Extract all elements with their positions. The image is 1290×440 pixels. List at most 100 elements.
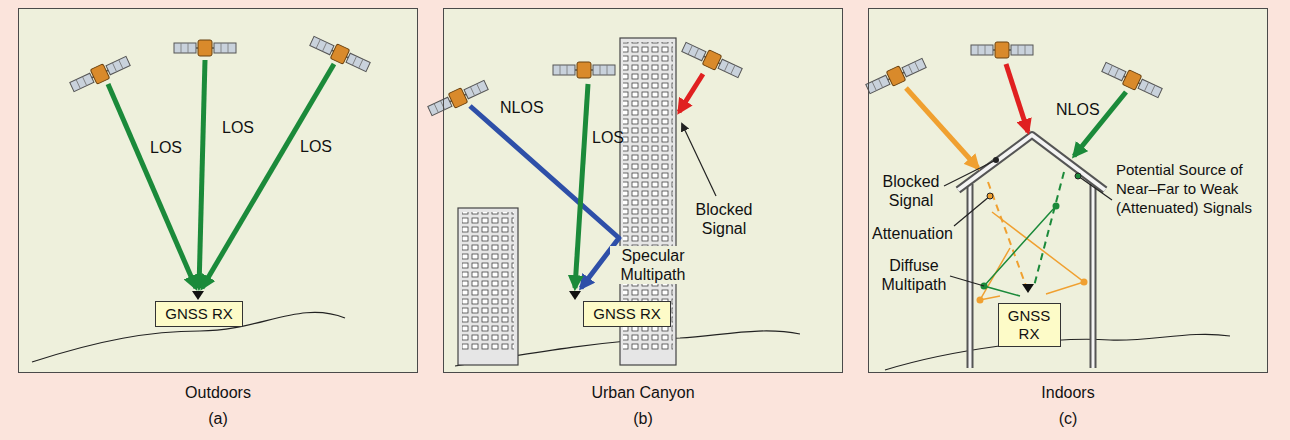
solar-panel (70, 73, 94, 91)
panel-grid (985, 45, 986, 55)
solar-panel (214, 43, 236, 53)
panel-grid (322, 42, 326, 51)
solar-panel (1102, 62, 1126, 80)
leader-line (954, 196, 990, 226)
solar-panel (718, 59, 742, 77)
panel-grid (607, 65, 608, 75)
signal-label: LOS (222, 118, 254, 137)
satellite-body (448, 88, 467, 108)
satellite-body (198, 40, 212, 56)
panel-grid (434, 104, 438, 113)
satellite-body (577, 62, 591, 78)
multipath-label: Diffuse Multipath (876, 256, 952, 294)
leader-line (950, 276, 984, 286)
antenna (569, 291, 581, 300)
solar-panel (464, 80, 488, 98)
panel-grid (477, 84, 481, 93)
satellite (427, 78, 490, 119)
panel-grid (352, 56, 356, 65)
satellite-body (702, 50, 721, 70)
satellite-body (1122, 70, 1141, 90)
panel-ground (18, 8, 418, 373)
satellite-body (886, 66, 905, 86)
signal-label: NLOS (1056, 100, 1100, 119)
receiver-box: GNSS RX (998, 303, 1061, 347)
solar-panel (682, 42, 706, 60)
panel-grid (915, 62, 919, 71)
scene-panel: Urban Canyon(b)GNSS RX (443, 8, 843, 373)
panel-grid (1018, 45, 1019, 55)
panel-letter: (a) (19, 406, 417, 432)
panel-grid (567, 65, 568, 75)
panel-grid (1114, 68, 1118, 77)
signal-label: LOS (300, 137, 332, 156)
panel-grid (1144, 82, 1148, 91)
scene-caption: Urban Canyon (444, 380, 842, 406)
los-signal (202, 64, 334, 288)
solar-panel (346, 53, 370, 71)
satellite (971, 42, 1033, 58)
panel-grid (878, 79, 882, 88)
panel-grid (470, 87, 474, 96)
panel-grid (560, 65, 561, 75)
panel-ground (443, 8, 843, 373)
satellite (865, 56, 928, 97)
satellites (69, 34, 1164, 119)
leader-line (1078, 176, 1112, 200)
caption: Outdoors(a) (19, 380, 417, 432)
nlos-signal (1034, 172, 1064, 286)
signal-label: Potential Source of Near–Far to Weak (At… (1116, 160, 1264, 217)
scene-caption: Indoors (869, 380, 1267, 406)
receiver-label: GNSS RX (1008, 307, 1051, 343)
leader-line (682, 124, 716, 196)
panel-grid (188, 43, 189, 53)
solar-panel (174, 43, 196, 53)
signal-label: LOS (592, 128, 624, 147)
panel-grid (76, 80, 80, 89)
los-signal (108, 84, 196, 288)
caption: Urban Canyon(b) (444, 380, 842, 432)
panel-grid (1108, 65, 1112, 74)
panel-grid (1151, 85, 1155, 94)
satellite (174, 40, 236, 56)
house-wall (1090, 184, 1097, 368)
multipath-label: Specular Multipath (610, 246, 696, 284)
satellite-body (995, 42, 1009, 58)
satellite (1101, 60, 1164, 101)
panel-grid (119, 60, 123, 69)
panel-grid (908, 65, 912, 74)
panel-grid (694, 48, 698, 57)
receiver-box: GNSS RX (583, 301, 671, 327)
panel-grid (978, 45, 979, 55)
solar-panel (593, 65, 615, 75)
satellite (309, 34, 372, 75)
reflection-dot (977, 297, 984, 304)
antenna (1022, 284, 1034, 293)
solar-panel (428, 97, 452, 115)
scene-caption: Outdoors (19, 380, 417, 406)
panel-grid (221, 43, 222, 53)
panel-grid (600, 65, 601, 75)
solar-panel (310, 36, 334, 54)
signal-label: Blocked Signal (878, 172, 944, 210)
satellite-body (330, 44, 349, 64)
receiver-box: GNSS RX (155, 301, 243, 327)
panel-grid (316, 39, 320, 48)
house-wall (967, 184, 974, 368)
diffuse-multipath (984, 206, 1056, 296)
signal-label: Blocked Signal (686, 200, 762, 238)
panel-grid (731, 65, 735, 74)
panel-grid (872, 82, 876, 91)
receiver-label: GNSS RX (593, 305, 661, 323)
panel-grid (82, 77, 86, 86)
panel-grid (724, 62, 728, 71)
panel-grid (359, 59, 363, 68)
solar-panel (1011, 45, 1033, 55)
antenna (192, 291, 204, 300)
panel-grid (228, 43, 229, 53)
panel-grid (1025, 45, 1026, 55)
panel-grid (688, 45, 692, 54)
